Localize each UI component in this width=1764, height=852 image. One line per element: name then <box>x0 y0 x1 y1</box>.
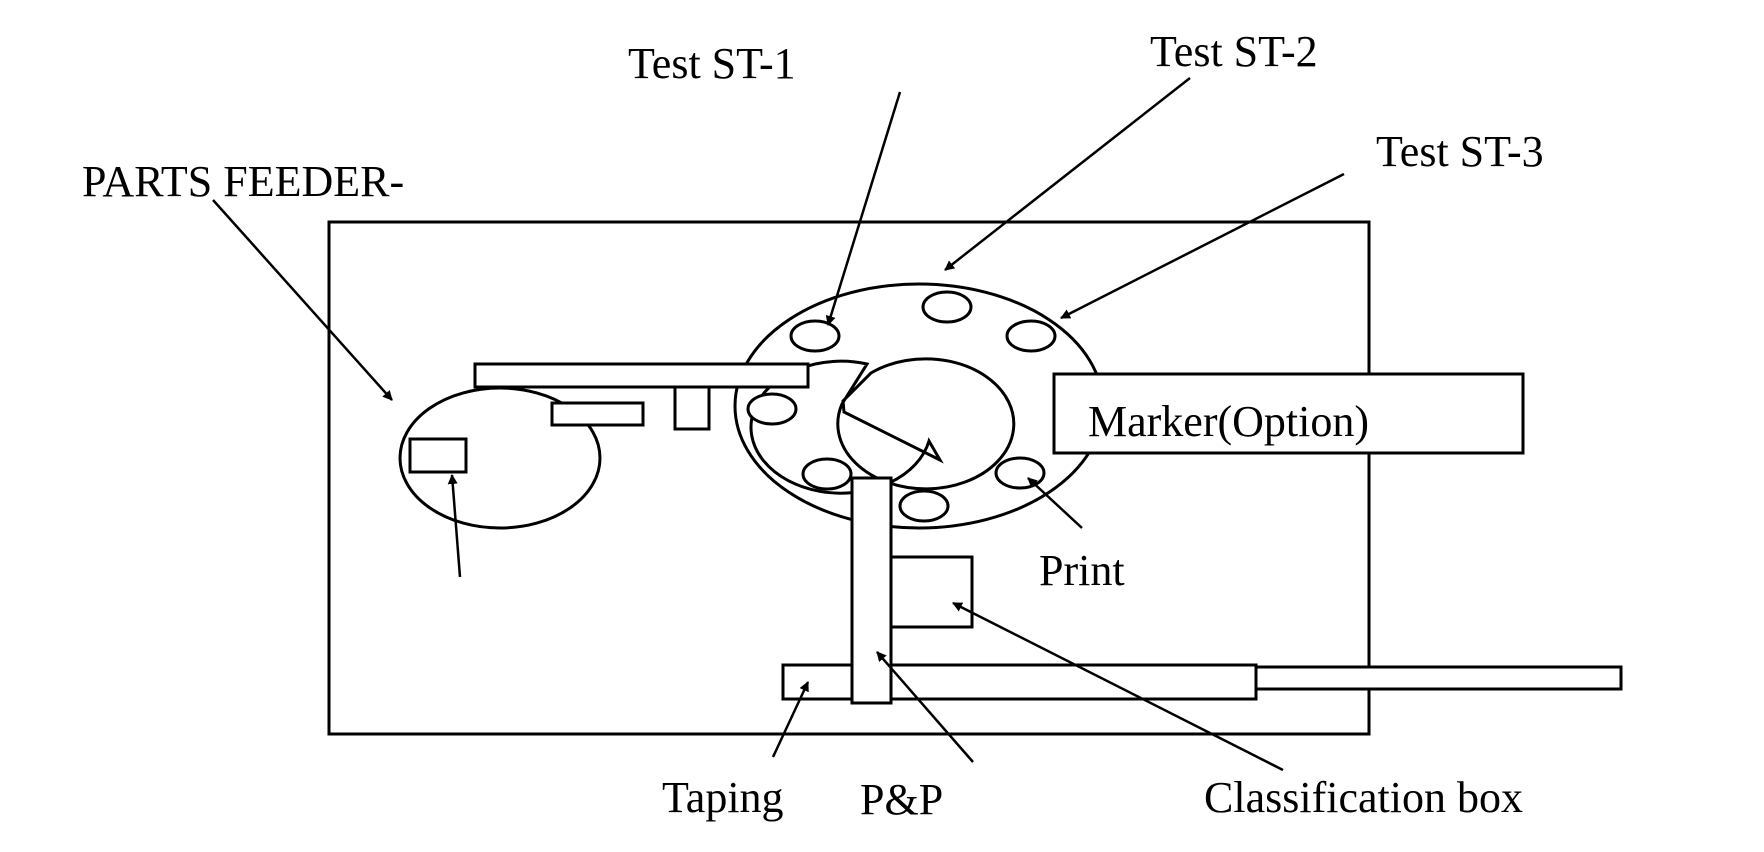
pocket-hole <box>921 290 973 324</box>
feeder-rail-lower <box>550 401 645 427</box>
label-pnp: P&P <box>860 775 943 824</box>
test-st-3-leader <box>1060 172 1345 320</box>
classification-box <box>889 555 974 629</box>
taping-leader <box>771 681 810 758</box>
label-test-st-1: Test ST-1 <box>628 39 796 88</box>
pnp-leader <box>876 651 974 763</box>
pocket-hole <box>994 456 1046 490</box>
test-st-1-leader <box>825 91 902 326</box>
pocket-hole <box>898 489 950 523</box>
parts-feeder-leader <box>212 199 393 401</box>
pocket-hole <box>746 392 798 426</box>
feeder-outlet <box>408 437 468 474</box>
label-print: Print <box>1039 546 1125 595</box>
linear-feeder-rail <box>473 362 810 389</box>
pocket-hole <box>1005 319 1057 353</box>
label-parts-feeder: PARTS FEEDER- <box>82 157 404 206</box>
classification-box-leader <box>952 601 1284 772</box>
marker-box <box>1052 372 1525 455</box>
label-taping: Taping <box>662 773 784 822</box>
feeder-outlet-leader <box>447 474 462 578</box>
label-test-st-2: Test ST-2 <box>1150 27 1318 76</box>
label-test-st-3: Test ST-3 <box>1376 127 1544 176</box>
machine-frame <box>327 220 1371 736</box>
label-classification-box: Classification box <box>1204 773 1523 822</box>
pocket-hole <box>789 319 841 353</box>
pick-and-place-arm <box>850 476 893 705</box>
taping-output-strip <box>1254 665 1623 691</box>
pocket-hole <box>801 457 853 491</box>
print-leader <box>1027 477 1083 529</box>
feeder-gate <box>673 385 711 431</box>
test-st-2-leader <box>944 77 1191 271</box>
label-marker: Marker(Option) <box>1088 397 1369 446</box>
